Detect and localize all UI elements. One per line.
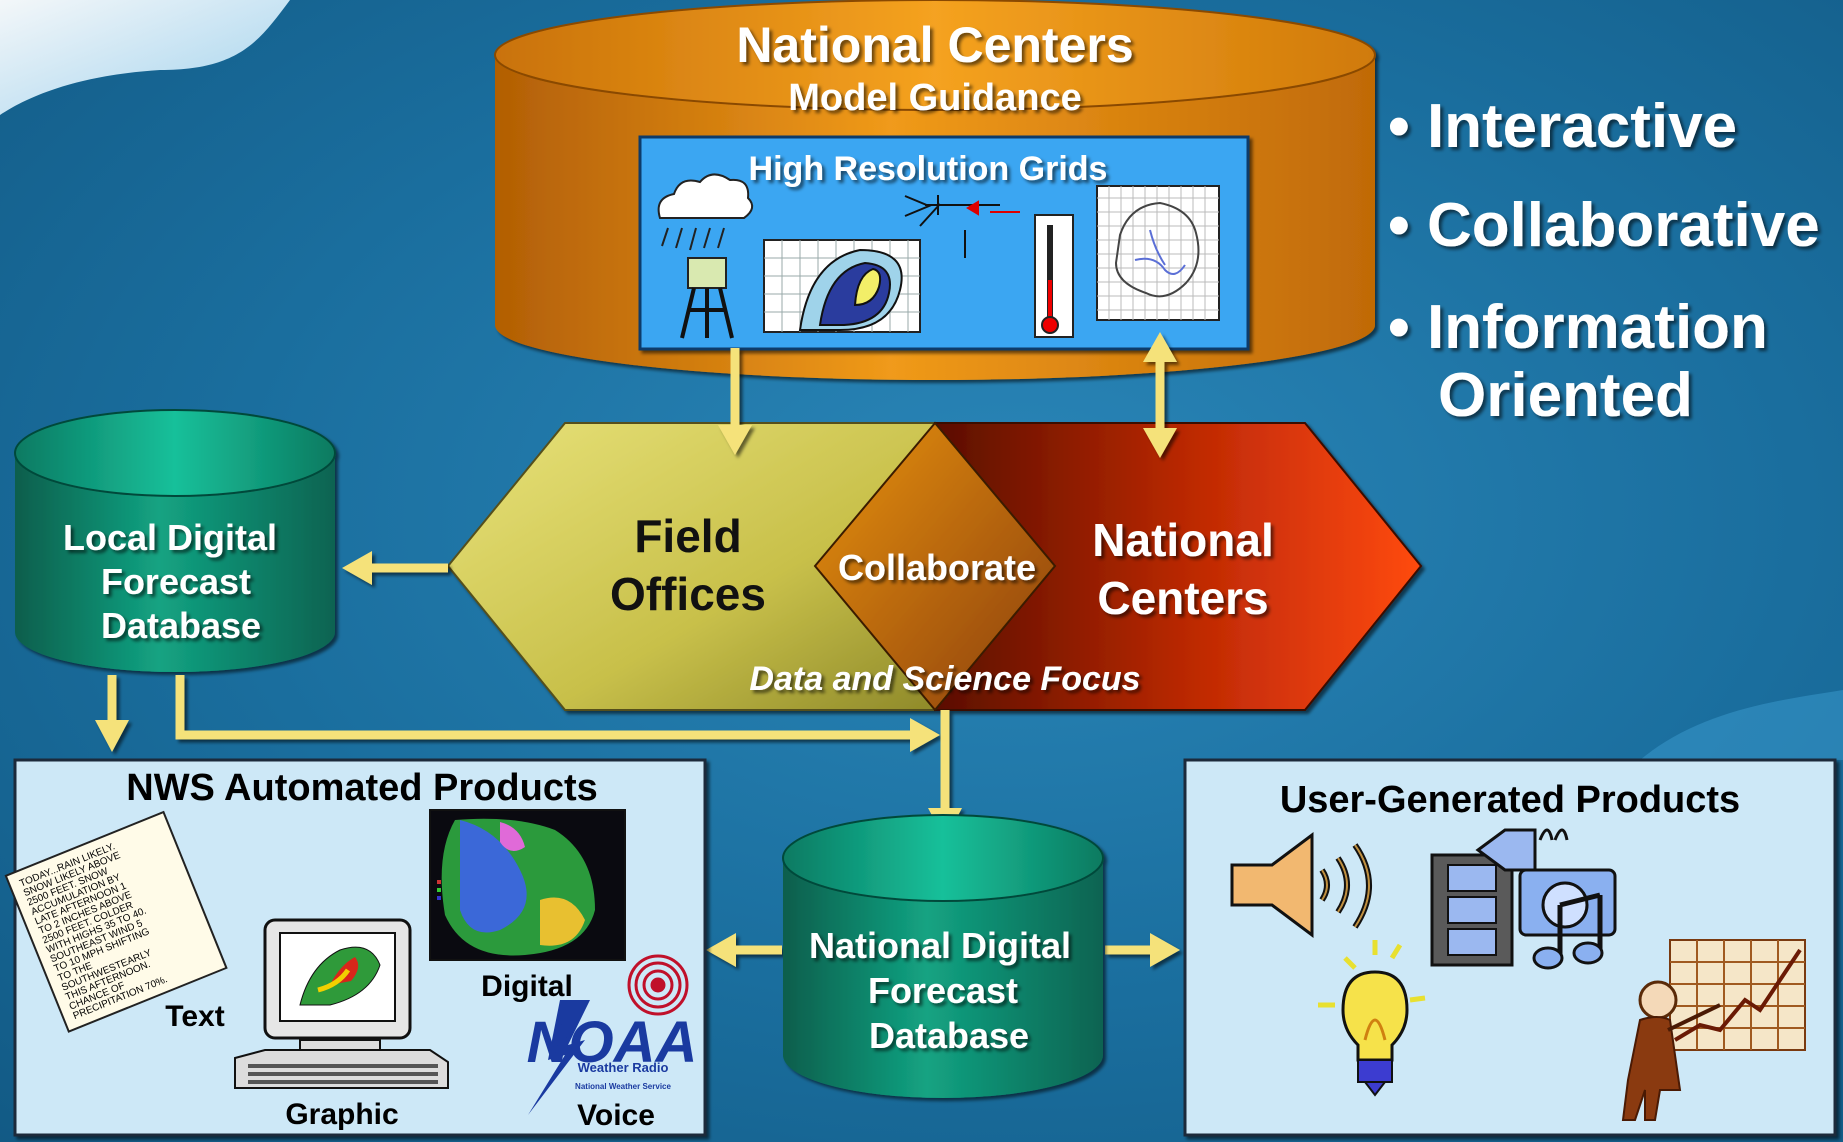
- lightbulb-icon: [1318, 940, 1426, 1097]
- national-centers-title: National Centers: [736, 17, 1133, 73]
- field-offices-label-2: Offices: [610, 568, 766, 620]
- field-offices-label-1: Field: [634, 510, 741, 562]
- national-db-line3: Database: [869, 1015, 1029, 1056]
- rain-gauge-icon: [657, 173, 754, 339]
- local-db-line2: Forecast: [101, 561, 251, 602]
- collaborate-label: Collaborate: [838, 547, 1036, 588]
- wind-vane-icon: [904, 195, 1020, 258]
- local-database-cylinder: [14, 409, 336, 672]
- user-panel-title: User-Generated Products: [1280, 779, 1740, 821]
- model-guidance-subtitle: Model Guidance: [788, 77, 1081, 119]
- text-label: Text: [165, 1000, 224, 1033]
- contour-map-icon: [763, 239, 921, 333]
- national-database-cylinder: [782, 814, 1104, 1098]
- thermometer-icon: [1034, 214, 1074, 338]
- presenter-chart-icon: [1621, 939, 1806, 1121]
- nws-panel-title: NWS Automated Products: [126, 767, 598, 809]
- noaa-weather-radio-text: Weather Radio: [578, 1060, 669, 1075]
- national-db-line1: National Digital: [809, 925, 1071, 966]
- bullet-interactive: • Interactive: [1388, 92, 1737, 161]
- bullet-list: • Interactive • Collaborative • Informat…: [1388, 92, 1820, 430]
- data-science-focus-label: Data and Science Focus: [749, 660, 1140, 698]
- voice-label: Voice: [577, 1099, 655, 1132]
- noaa-logo: NOAA: [527, 1010, 698, 1075]
- bullet-collaborative: • Collaborative: [1388, 191, 1820, 260]
- national-centers-label-1: National: [1092, 514, 1273, 566]
- computer-graphic-icon: [234, 918, 449, 1089]
- collaboration-hexagon: [446, 421, 1423, 712]
- speaker-icon: [1230, 832, 1372, 938]
- multimedia-icon: [1430, 828, 1617, 970]
- local-db-line3: Database: [101, 605, 261, 646]
- graphic-label: Graphic: [285, 1098, 398, 1131]
- radio-waves-icon: [627, 954, 689, 1016]
- national-db-line2: Forecast: [868, 970, 1018, 1011]
- digital-label: Digital: [481, 970, 573, 1003]
- lightning-icon: [528, 1000, 590, 1115]
- forecast-text-icon: TODAY...RAIN LIKELY.SNOW LIKELY ABOVE250…: [4, 810, 228, 1033]
- flow-arrows: [95, 332, 1180, 967]
- bullet-oriented: Oriented: [1438, 361, 1693, 430]
- local-db-line1: Local Digital: [63, 517, 277, 558]
- noaa-nws-text: National Weather Service: [575, 1082, 671, 1091]
- watershed-map-icon: [1096, 185, 1220, 321]
- wave-decoration-right: [1640, 690, 1843, 760]
- wave-decoration: [0, 0, 290, 115]
- national-centers-label-2: Centers: [1097, 572, 1268, 624]
- digital-map-icon: [429, 809, 626, 961]
- grids-panel-title: High Resolution Grids: [749, 150, 1108, 188]
- bullet-information: • Information: [1388, 293, 1768, 362]
